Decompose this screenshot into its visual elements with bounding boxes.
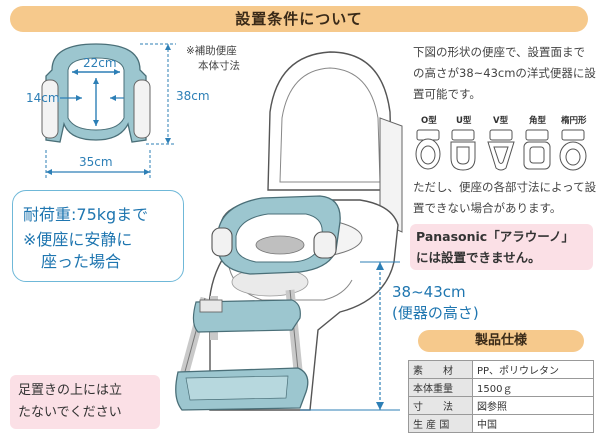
potty-seat-illustration <box>211 195 341 275</box>
spec-title: 製品仕様 <box>418 330 584 352</box>
spec-value: 中国 <box>472 414 594 433</box>
shape-label-u: U型 <box>456 115 472 126</box>
load-note-line2: 座った場合 <box>41 252 122 271</box>
spec-table: 素 材 PP、ポリウレタン 本体重量 1500ｇ 寸 法 図参照 生 産 国 中… <box>408 360 594 433</box>
panasonic-notice: Panasonic「アラウーノ」 には設置できません。 <box>410 224 593 270</box>
inner-depth-label: 14cm <box>26 91 60 105</box>
height-dimension <box>300 261 400 411</box>
condition-text: 下図の形状の便座で、設置面まで の高さが38~43cmの洋式便器に設置可能です。 <box>413 45 596 101</box>
section-title: 設置条件について <box>10 6 588 32</box>
spec-value: 1500ｇ <box>472 378 594 397</box>
toilet-height-range: 38~43cm (便器の高さ) <box>392 282 479 324</box>
table-row: 素 材 PP、ポリウレタン <box>408 360 594 379</box>
shape-label-v: V型 <box>493 115 509 126</box>
spec-key: 本体重量 <box>408 378 473 397</box>
load-note-line1: ※便座に安静に <box>23 230 133 249</box>
footrest-warning: 足置きの上には立 たないでください <box>10 375 160 429</box>
dimension-note-line1: ※補助便座 <box>186 45 237 57</box>
footrest-warning-line2: たないでください <box>18 405 122 420</box>
dimension-note: ※補助便座 本体寸法 <box>186 44 240 74</box>
table-row: 生 産 国 中国 <box>408 414 594 433</box>
toilet-height-value: 38~43cm <box>392 283 466 301</box>
shape-label-square: 角型 <box>529 115 547 126</box>
spec-value: PP、ポリウレタン <box>472 360 594 379</box>
seat-shape-u-icon <box>450 129 476 171</box>
footrest-warning-line1: 足置きの上には立 <box>18 383 123 398</box>
load-capacity-bubble: 耐荷重:75kgまで ※便座に安静に 座った場合 <box>12 190 184 282</box>
seat-shape-oval-icon <box>559 129 587 171</box>
seat-shape-o-icon <box>415 129 441 170</box>
seat-shape-square-icon <box>523 129 551 170</box>
step-ladder-illustration <box>175 289 309 411</box>
condition-caveat: ただし、便座の各部寸法によって設置できない場合があります。 <box>413 180 597 215</box>
height-label: 38cm <box>176 89 210 103</box>
shape-label-o: O型 <box>421 115 437 126</box>
spec-key: 素 材 <box>408 360 473 379</box>
panasonic-notice-line1: Panasonic「アラウーノ」 <box>416 229 574 244</box>
spec-value: 図参照 <box>472 396 594 415</box>
table-row: 本体重量 1500ｇ <box>408 378 594 397</box>
seat-dimension-diagram <box>41 43 176 178</box>
toilet-height-caption: (便器の高さ) <box>392 304 479 322</box>
spec-key: 寸 法 <box>408 396 473 415</box>
spec-key: 生 産 国 <box>408 414 473 433</box>
dimension-note-line2: 本体寸法 <box>198 60 240 72</box>
outer-width-label: 35cm <box>79 155 113 169</box>
inner-width-label: 22cm <box>83 56 117 70</box>
seat-shape-v-icon <box>487 129 515 171</box>
table-row: 寸 法 図参照 <box>408 396 594 415</box>
panasonic-notice-line2: には設置できません。 <box>416 250 541 265</box>
load-capacity-text: 耐荷重:75kgまで <box>23 205 149 224</box>
shape-label-oval: 楕円形 <box>561 115 587 126</box>
seat-shapes-row <box>415 129 587 171</box>
